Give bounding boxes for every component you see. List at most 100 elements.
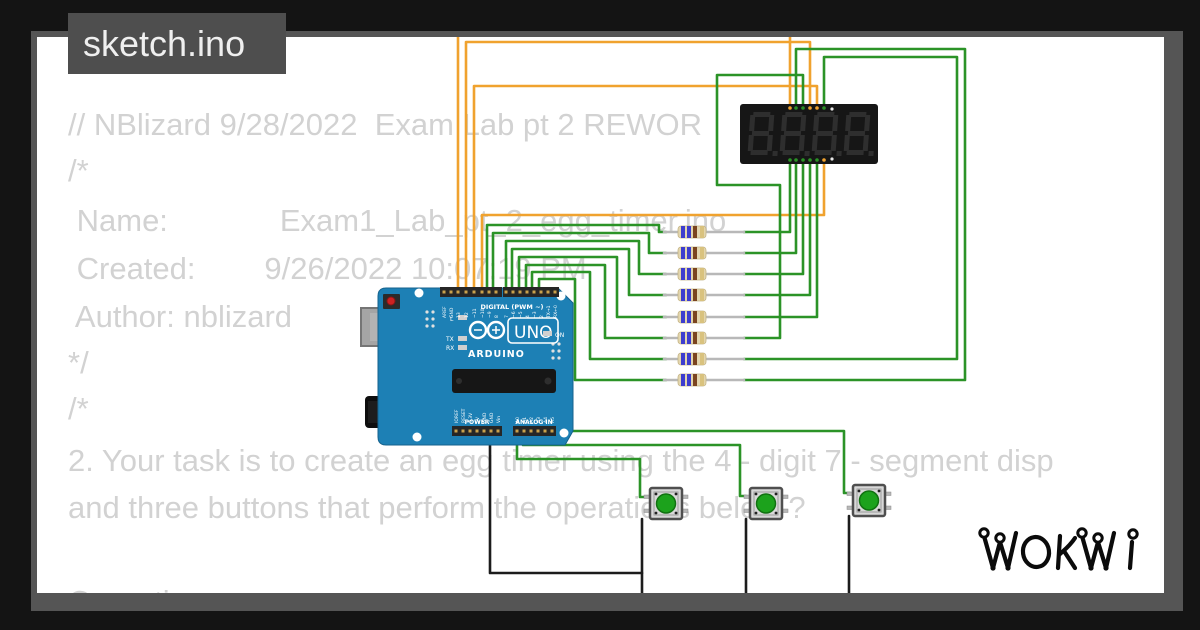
display-pin <box>794 106 798 110</box>
push-button-3[interactable] <box>846 483 892 518</box>
resistor[interactable] <box>662 373 746 387</box>
code-line: // NBlizard 9/28/2022 Exam Lab pt 2 REWO… <box>68 107 703 142</box>
resistor[interactable] <box>662 288 746 302</box>
button-screw <box>857 489 861 493</box>
seven-segment-display[interactable] <box>740 104 878 164</box>
resistor-band <box>681 268 685 280</box>
resistor-band <box>700 226 704 238</box>
resistor-band <box>681 247 685 259</box>
tab-label: sketch.ino <box>83 22 246 64</box>
digital-header-left[interactable] <box>440 287 502 297</box>
header-pin[interactable] <box>472 290 476 294</box>
pin-label: 3.3V <box>468 412 474 423</box>
push-buttons-group[interactable] <box>643 483 892 521</box>
resistor[interactable] <box>662 246 746 260</box>
header-pin[interactable] <box>546 290 550 294</box>
digital-header-right[interactable] <box>503 287 559 297</box>
segment <box>843 135 850 151</box>
resistor[interactable] <box>662 267 746 281</box>
header-pin[interactable] <box>449 290 453 294</box>
icsp-header <box>551 342 561 360</box>
resistor-band <box>700 311 704 323</box>
resistor[interactable] <box>662 352 746 366</box>
header-pin[interactable] <box>442 290 446 294</box>
resistors-group[interactable] <box>662 225 746 387</box>
resistor-band <box>687 268 691 280</box>
header-pin[interactable] <box>454 429 458 433</box>
wire-orange <box>472 84 819 289</box>
header-pin[interactable] <box>475 429 479 433</box>
resistor[interactable] <box>662 331 746 345</box>
resistor[interactable] <box>662 310 746 324</box>
button-screw <box>774 511 778 515</box>
tab-sketch-ino[interactable]: sketch.ino <box>68 13 286 74</box>
header-pin[interactable] <box>464 290 468 294</box>
resistor-band <box>687 289 691 301</box>
header-pin[interactable] <box>489 429 493 433</box>
header-pin[interactable] <box>515 429 519 433</box>
segment <box>747 135 754 151</box>
led-rx <box>458 345 467 350</box>
header-pin[interactable] <box>494 290 498 294</box>
header-pin[interactable] <box>522 429 526 433</box>
pin-label: A5 <box>550 417 556 423</box>
pin-label: A4 <box>543 417 549 423</box>
push-button-1[interactable] <box>643 486 689 521</box>
header-pin[interactable] <box>468 429 472 433</box>
header-pin[interactable] <box>539 290 543 294</box>
header-pin[interactable] <box>550 429 554 433</box>
segment <box>814 150 832 155</box>
pin-label: 12 <box>464 312 470 318</box>
reset-button[interactable] <box>386 296 396 306</box>
segment <box>749 115 756 131</box>
resistor[interactable] <box>662 225 746 239</box>
resistor-band <box>681 332 685 344</box>
header-pin[interactable] <box>482 429 486 433</box>
frame-bottom <box>0 611 1200 630</box>
wire-green <box>742 55 959 361</box>
segment <box>781 115 788 131</box>
header-pin[interactable] <box>480 290 484 294</box>
header-pin[interactable] <box>496 429 500 433</box>
wires-layer <box>456 29 967 603</box>
pin-label: ~5 <box>518 311 524 318</box>
frame-gray-bottom <box>31 593 1183 611</box>
push-button-2[interactable] <box>743 486 789 521</box>
analog-header[interactable] <box>513 426 556 436</box>
pin-label: 5V <box>475 416 481 423</box>
resistor-band <box>693 353 697 365</box>
header-pin[interactable] <box>456 290 460 294</box>
segment <box>862 135 869 151</box>
segment <box>815 131 834 136</box>
resistor-band <box>687 226 691 238</box>
header-pin[interactable] <box>532 290 536 294</box>
header-pin[interactable] <box>461 429 465 433</box>
header-pin[interactable] <box>553 290 557 294</box>
resistor-band <box>693 268 697 280</box>
resistor-band <box>687 353 691 365</box>
button-cap[interactable] <box>755 493 777 514</box>
pin-label: RX←0 <box>553 305 559 318</box>
code-line: Author: nblizard <box>68 299 293 334</box>
resistor-band <box>687 247 691 259</box>
led-tx-label: TX <box>445 336 454 343</box>
header-pin[interactable] <box>529 429 533 433</box>
header-pin[interactable] <box>504 290 508 294</box>
wire-green <box>742 160 798 255</box>
header-pin[interactable] <box>487 290 491 294</box>
resistor-band <box>693 374 697 386</box>
header-pin[interactable] <box>543 429 547 433</box>
uno-label: UNO <box>514 323 553 343</box>
arduino-uno-board[interactable]: DIGITAL (PWM ~) UNO ARDUINO L TX RX ON P… <box>360 287 574 446</box>
header-pin[interactable] <box>525 290 529 294</box>
header-pin[interactable] <box>536 429 540 433</box>
header-pin[interactable] <box>518 290 522 294</box>
frame-gray-right <box>1164 31 1183 611</box>
header-pin[interactable] <box>511 290 515 294</box>
button-screw <box>877 489 881 493</box>
button-cap[interactable] <box>858 490 880 511</box>
button-cap[interactable] <box>655 493 677 514</box>
pin-label: A2 <box>529 417 535 423</box>
resistor-band <box>700 268 704 280</box>
